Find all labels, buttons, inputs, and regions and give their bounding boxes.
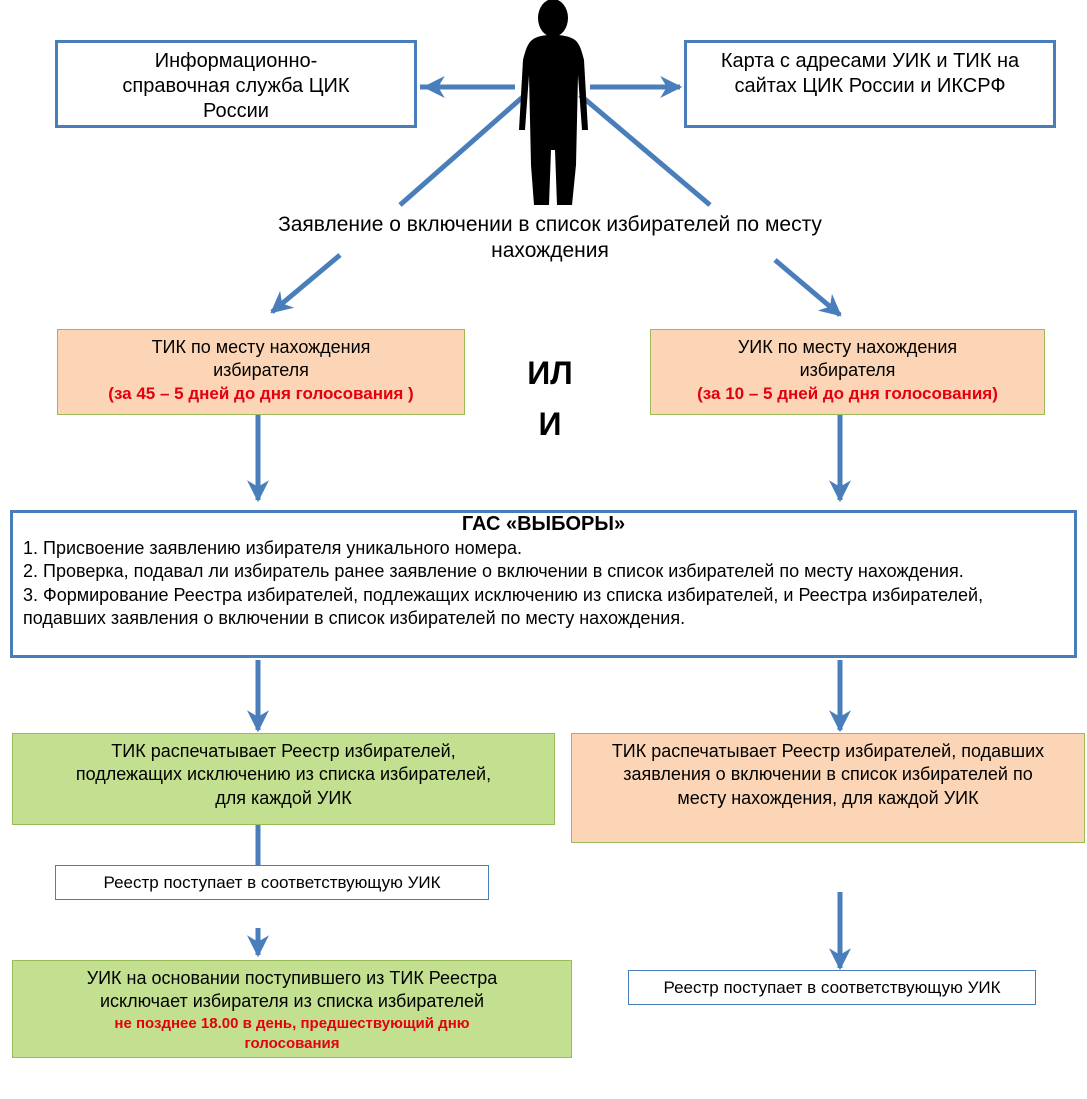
diag-right-upper — [578, 93, 712, 207]
gas-item-3: 3. Формирование Реестра избирателей, под… — [23, 584, 984, 629]
application-label: Заявление о включении в список избирател… — [278, 213, 822, 263]
diag-left-upper — [398, 93, 527, 207]
registry-left-box: Реестр поступает в соответствующую УИК — [55, 865, 489, 900]
map-label: Карта с адресами УИК и ТИК на сайтах ЦИК… — [720, 50, 1020, 97]
gas-item-1: 1. Присвоение заявлению избирателя уника… — [23, 538, 523, 558]
registry-right-label: Реестр поступает в соответствующую УИК — [663, 978, 1001, 997]
tik-label: ТИК по месту нахождения избирателя — [151, 337, 371, 381]
uik-label: УИК по месту нахождения избирателя — [737, 337, 958, 381]
uik-excludes-label: УИК на основании поступившего из ТИК Рее… — [86, 968, 498, 1012]
uik-deadline-label: не позднее 18.00 в день, предшествующий … — [114, 1014, 470, 1053]
or-label: ИЛ И — [527, 355, 573, 443]
tik-print-exclusion-label: ТИК распечатывает Реестр избирателей, по… — [75, 741, 492, 808]
registry-right-box: Реестр поступает в соответствующую УИК — [628, 970, 1036, 1005]
tik-print-inclusion-box: ТИК распечатывает Реестр избирателей, по… — [571, 733, 1085, 843]
gas-item-2: 2. Проверка, подавал ли избиратель ранее… — [23, 561, 964, 582]
arrow-to-uik — [773, 258, 842, 317]
info-service-label: Информационно-справочная служба ЦИК Росс… — [122, 50, 350, 122]
tik-print-inclusion-label: ТИК распечатывает Реестр избирателей, по… — [611, 741, 1045, 808]
tik-box: ТИК по месту нахождения избирателя (за 4… — [57, 329, 465, 415]
uik-excludes-box: УИК на основании поступившего из ТИК Рее… — [12, 960, 572, 1058]
uik-term-label: (за 10 – 5 дней до дня голосования) — [697, 383, 998, 403]
info-service-box: Информационно-справочная служба ЦИК Росс… — [55, 40, 417, 128]
uik-box: УИК по месту нахождения избирателя (за 1… — [650, 329, 1045, 415]
gas-title: ГАС «ВЫБОРЫ» — [461, 513, 626, 535]
registry-left-label: Реестр поступает в соответствующую УИК — [103, 873, 441, 892]
tik-term-label: (за 45 – 5 дней до дня голосования ) — [108, 383, 414, 403]
gas-box: ГАС «ВЫБОРЫ» 1. Присвоение заявлению изб… — [10, 510, 1077, 658]
tik-print-exclusion-box: ТИК распечатывает Реестр избирателей, по… — [12, 733, 555, 825]
map-box: Карта с адресами УИК и ТИК на сайтах ЦИК… — [684, 40, 1056, 128]
arrow-to-tik — [270, 253, 342, 314]
